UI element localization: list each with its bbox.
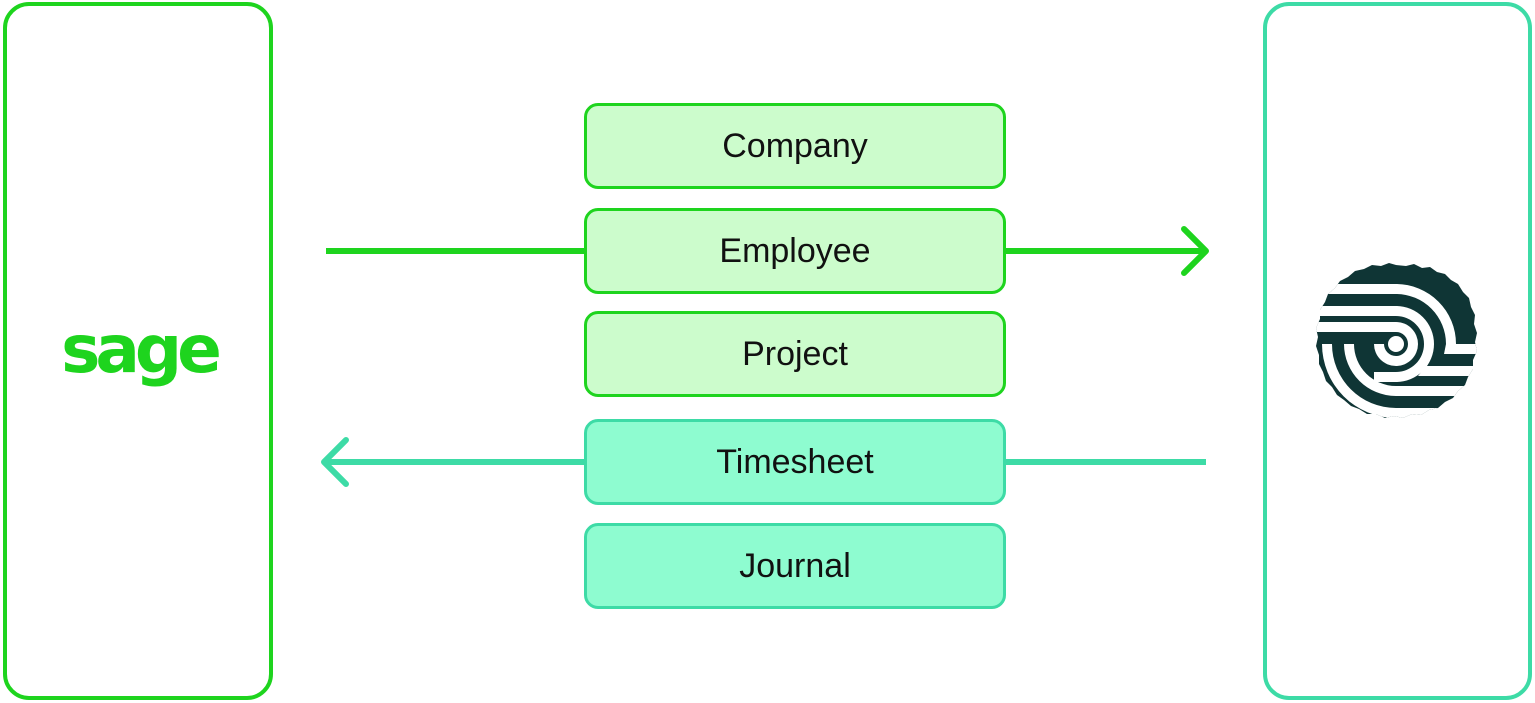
entity-box-company: Company (584, 103, 1006, 189)
outbound-arrowhead (1181, 226, 1209, 276)
inbound-arrowhead (321, 437, 349, 487)
entity-box-timesheet: Timesheet (584, 419, 1006, 505)
source-system-panel (3, 2, 273, 700)
concentric-rings-logo-icon (1316, 263, 1477, 418)
entity-box-employee: Employee (584, 208, 1006, 294)
entity-box-journal: Journal (584, 523, 1006, 609)
entity-box-project: Project (584, 311, 1006, 397)
sage-logo: sage (61, 311, 222, 388)
